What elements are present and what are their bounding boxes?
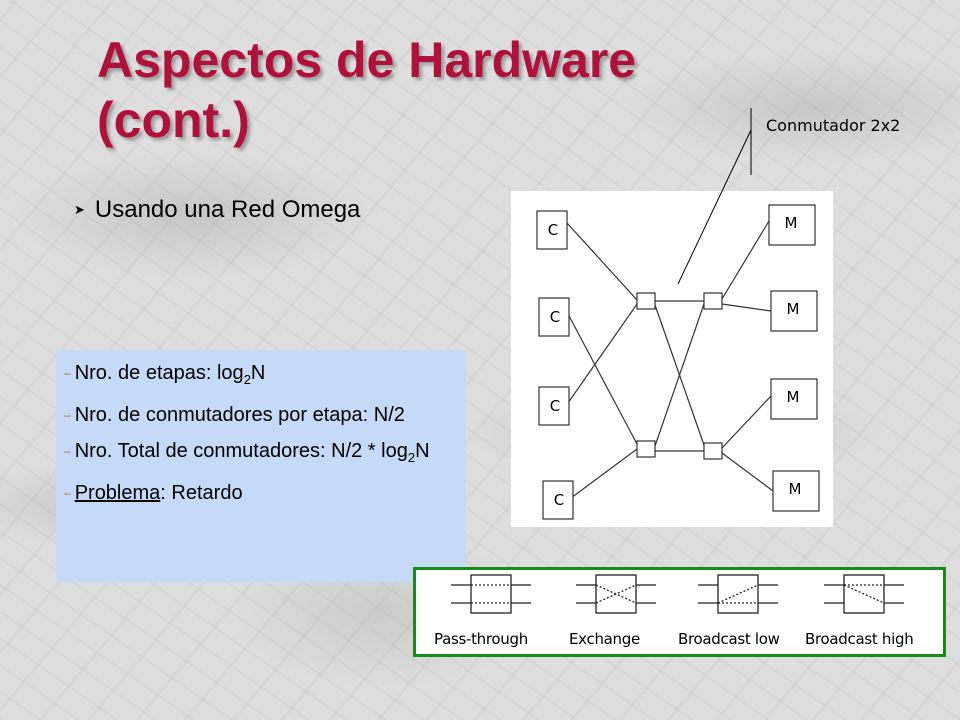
switch-node-1 <box>636 292 656 310</box>
exchange-state <box>576 574 656 614</box>
omega-network-diagram: C C C C M M M M <box>511 191 833 527</box>
link-c3-s1 <box>567 303 638 404</box>
cpu-node-3 <box>538 386 570 426</box>
arrow-bullet-icon: ➤ <box>74 202 85 217</box>
cpu-label: C <box>554 491 564 509</box>
cpu-label: C <box>550 397 560 415</box>
memory-label: M <box>785 214 798 232</box>
link-c4-s3 <box>570 448 638 499</box>
switch-states-legend: Pass-through Exchange Broadcast low Broa… <box>413 567 946 657</box>
broadcast-high-state <box>824 574 904 614</box>
detail-item-stages: –Nro. de etapas: log2N <box>64 362 266 387</box>
memory-label: M <box>787 388 800 406</box>
memory-node-3 <box>770 378 818 420</box>
link-s4-m3 <box>721 395 772 449</box>
title-line-2: (cont.) <box>97 92 250 148</box>
cpu-node-1 <box>536 210 568 250</box>
slide-title: Aspectos de Hardware (cont.) <box>97 30 636 150</box>
cpu-node-4 <box>542 480 574 520</box>
memory-label: M <box>787 300 800 318</box>
exchange-label: Exchange <box>569 630 640 648</box>
title-line-1: Aspectos de Hardware <box>97 32 637 88</box>
broadcast-low-state <box>698 574 778 614</box>
cpu-label: C <box>548 221 558 239</box>
switch-node-4 <box>703 442 723 460</box>
switch-node-2 <box>703 292 723 310</box>
cpu-node-2 <box>538 297 570 337</box>
link-s2-m2 <box>721 303 772 312</box>
main-bullet-text: Usando una Red Omega <box>94 196 361 223</box>
main-bullet: ➤ Usando una Red Omega <box>74 196 360 224</box>
pass-through-label: Pass-through <box>434 630 528 648</box>
memory-label: M <box>789 480 802 498</box>
details-box: –Nro. de etapas: log2N –Nro. de conmutad… <box>56 350 466 582</box>
dash-bullet-icon: – <box>64 486 71 501</box>
broadcast-high-label: Broadcast high <box>805 630 914 648</box>
omega-network-svg: C C C C M M M M <box>536 204 820 520</box>
detail-item-switches-per-stage: –Nro. de conmutadores por etapa: N/2 <box>64 404 405 426</box>
detail-item-total-switches: –Nro. Total de conmutadores: N/2 * log2N <box>64 440 430 466</box>
switch-node-3 <box>636 440 656 458</box>
switch-callout-label: Conmutador 2x2 <box>766 116 901 135</box>
link-s2-m1 <box>721 220 770 300</box>
switch-states-svg <box>451 574 904 614</box>
dash-bullet-icon: – <box>64 444 71 459</box>
link-c2-s3 <box>567 313 638 445</box>
detail-item-problem: –Problema: Retardo <box>64 482 243 505</box>
memory-node-4 <box>772 470 820 512</box>
link-c1-s1 <box>566 222 638 301</box>
cpu-label: C <box>550 308 560 326</box>
dash-bullet-icon: – <box>64 366 71 381</box>
broadcast-low-label: Broadcast low <box>678 630 780 648</box>
pass-through-state <box>451 574 531 614</box>
link-s3-s2 <box>654 303 705 447</box>
link-s4-m4 <box>721 452 774 492</box>
memory-node-2 <box>770 290 818 332</box>
dash-bullet-icon: – <box>64 408 71 423</box>
problem-label: Problema <box>74 482 161 505</box>
memory-node-1 <box>768 204 816 246</box>
